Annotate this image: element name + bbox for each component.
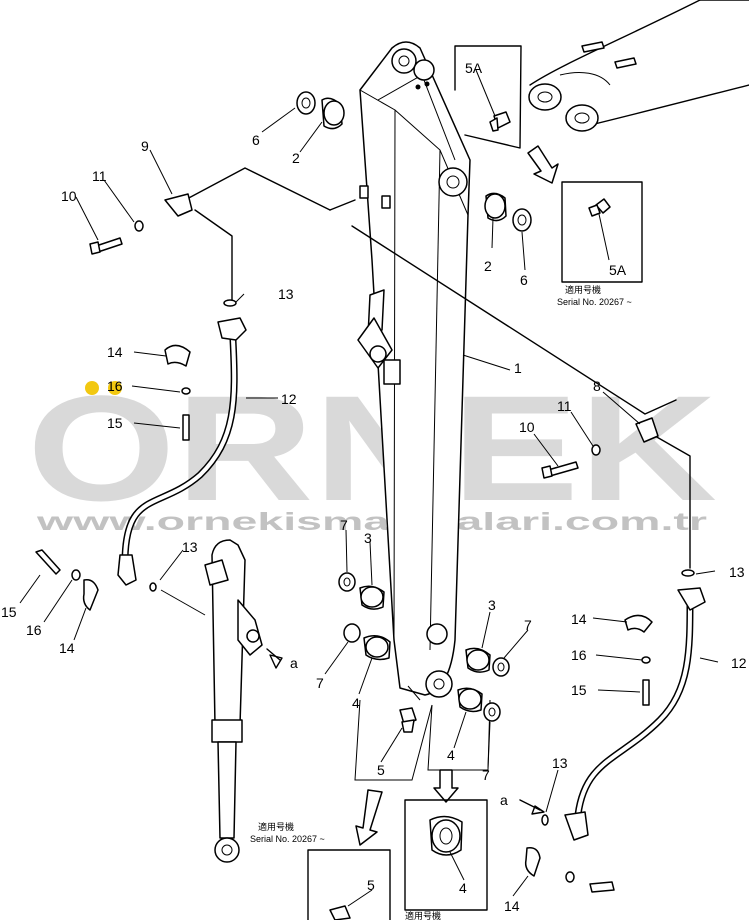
callout-bolt15-left-low: 15 bbox=[1, 604, 17, 620]
lower-bushings bbox=[329, 572, 510, 920]
detail-box-fitting bbox=[561, 181, 643, 283]
callout-oring-right-top: 13 bbox=[729, 564, 745, 580]
serial-label-jp-lower: 適用号機 bbox=[258, 821, 294, 832]
callout-seal-left-a: 7 bbox=[340, 517, 348, 533]
callout-grease-fitting-top: 5A bbox=[465, 60, 483, 76]
callout-oring-right-bottom: 13 bbox=[552, 755, 568, 771]
callout-leaders bbox=[19, 69, 719, 907]
callout-seal-top-left: 6 bbox=[252, 132, 260, 148]
callout-bolt-left: 10 bbox=[61, 188, 77, 204]
callout-hose-right: 12 bbox=[731, 655, 747, 671]
watermark-accent-dot-right bbox=[85, 381, 99, 395]
callout-ref-a-left: a bbox=[290, 655, 298, 671]
watermark: ORNEK www.ornekismakinalari.com.tr bbox=[27, 364, 717, 536]
callout-bolt15-left: 15 bbox=[107, 415, 123, 431]
callout-grease-fitting-box: 5A bbox=[609, 262, 627, 278]
callout-oring-left-top: 13 bbox=[278, 286, 294, 302]
bucket-cylinder bbox=[204, 539, 283, 863]
callout-washer-left: 11 bbox=[92, 168, 107, 184]
callout-clamp-left-low: 14 bbox=[59, 640, 75, 656]
callout-washer-right: 11 bbox=[557, 398, 572, 414]
callout-bracket-right: 8 bbox=[593, 378, 601, 394]
callout-clamp-right-low: 14 bbox=[504, 898, 520, 914]
callout-seal-right-a: 7 bbox=[524, 617, 532, 633]
callout-bushing-top-left: 2 bbox=[292, 150, 300, 166]
callout-dust-seal-box: 5 bbox=[367, 877, 375, 893]
detail-box-seal bbox=[307, 849, 391, 920]
callout-dust-seal: 5 bbox=[377, 762, 385, 778]
callout-bushing-left-a: 3 bbox=[364, 530, 372, 546]
direction-arrows bbox=[355, 145, 559, 846]
callout-washer16-left: 16 bbox=[107, 378, 123, 394]
callout-bushing-detail: 4 bbox=[459, 880, 467, 896]
callout-clamp-right: 14 bbox=[571, 611, 587, 627]
callout-oring-left-bottom: 13 bbox=[182, 539, 198, 555]
callout-washer16-left-low: 16 bbox=[26, 622, 42, 638]
detail-box-bushing bbox=[404, 799, 488, 911]
small-hardware bbox=[35, 193, 695, 893]
grease-fittings bbox=[489, 111, 611, 217]
serial-label-jp-upper: 適用号機 bbox=[565, 284, 601, 295]
hoses bbox=[117, 317, 706, 841]
serial-note-upper: Serial No. 20267 ~ bbox=[557, 297, 632, 307]
callout-arm: 1 bbox=[514, 360, 522, 376]
callout-hose-left: 12 bbox=[281, 391, 297, 407]
callout-seal-left-b: 7 bbox=[316, 675, 324, 691]
callout-seal-right-b: 7 bbox=[482, 767, 490, 783]
callout-bolt-right: 10 bbox=[519, 419, 535, 435]
callout-bracket-left: 9 bbox=[141, 138, 149, 154]
callout-bolt15-right: 15 bbox=[571, 682, 587, 698]
callout-bushing-top-right: 2 bbox=[484, 258, 492, 274]
callout-ref-a-right: a bbox=[500, 792, 508, 808]
top-bushings bbox=[296, 91, 532, 232]
callout-bushing-right-b: 4 bbox=[447, 747, 455, 763]
watermark-brand: ORNEK bbox=[27, 364, 717, 532]
callout-bushing-left-b: 4 bbox=[352, 695, 360, 711]
callout-washer16-right: 16 bbox=[571, 647, 587, 663]
serial-notes: 適用号機 Serial No. 20267 ~ 適用号機 Serial No. … bbox=[250, 284, 632, 920]
callout-bushing-right-a: 3 bbox=[488, 597, 496, 613]
callout-seal-top-right: 6 bbox=[520, 272, 528, 288]
detail-boxes bbox=[307, 181, 643, 920]
leader-lines bbox=[160, 45, 691, 781]
watermark-url: www.ornekismakinalari.com.tr bbox=[35, 508, 707, 536]
callout-labels: 1 2 2 3 3 4 4 4 5 5 5A 5A 6 6 7 7 7 7 8 … bbox=[1, 60, 747, 914]
serial-label-jp-bottom: 適用号機 bbox=[405, 910, 441, 920]
arm-assembly bbox=[357, 41, 471, 701]
serial-note-lower: Serial No. 20267 ~ bbox=[250, 834, 325, 844]
boom-tip bbox=[528, 0, 749, 132]
watermark-accent-dot-left bbox=[108, 381, 122, 395]
callout-clamp-left: 14 bbox=[107, 344, 123, 360]
